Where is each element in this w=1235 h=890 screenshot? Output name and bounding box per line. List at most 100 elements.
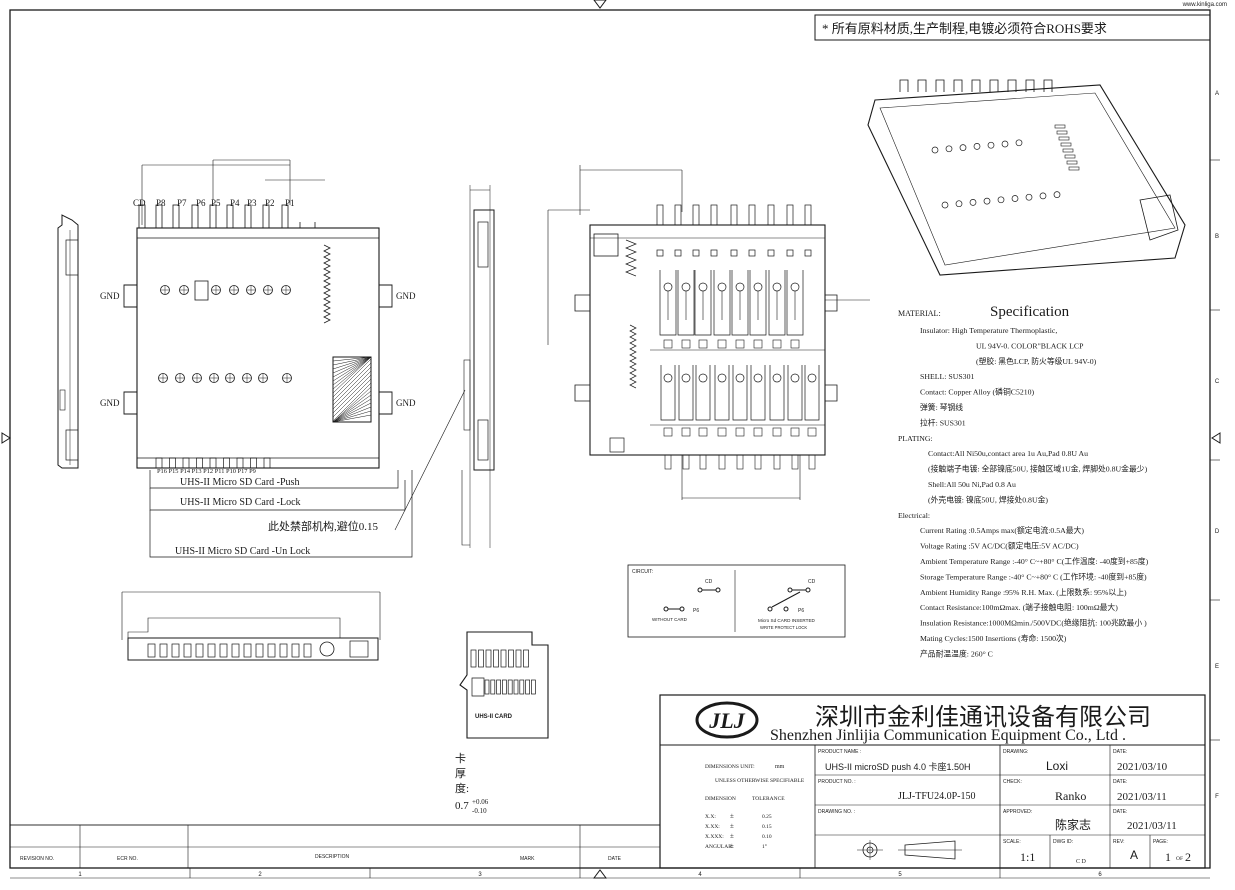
date-approved: 2021/03/11 [1127,820,1177,832]
approved-label: APPROVED: [1003,809,1032,815]
revision-table: REVISION NO. ECR NO. DESCRIPTION MARK DA… [9,824,661,869]
tolerance-header-dimension: DIMENSION [705,796,736,802]
tolerance-value: 0.15 [762,824,772,830]
tolerance-value: 0.10 [762,834,772,840]
thickness-tol-minus: -0.10 [472,807,487,815]
spec-line: Storage Temperature Range :-40° C~+80° C… [920,571,1147,581]
date-label: DATE: [1113,809,1127,815]
spec-line: Ambient Humidity Range :95% R.H. Max. (上… [920,587,1127,597]
pin-label: P5 [211,198,221,208]
spec-title: Specification [990,304,1070,320]
spec-line: Contact:All Ni50u,contact area 1u Au,Pad… [928,449,1088,458]
pin-label: P8 [156,198,166,208]
circuit-p6-left: P6 [693,608,699,614]
col-label: 3 [478,872,482,878]
circuit-p6-right: P6 [798,608,804,614]
spec-line: Voltage Rating :5V AC/DC(额定电压:5V AC/DC) [920,541,1079,551]
tolerance-dim: ANGULAR: [705,844,734,850]
title-block: JLJ 深圳市金利佳通讯设备有限公司 Shenzhen Jinlijia Com… [659,694,1206,869]
spec-line: Insulation Resistance:1000MΩmin./500VDC(… [920,618,1147,628]
row-label: E [1215,664,1219,670]
date-label: DATE: [1113,779,1127,785]
centering-arrow-right [1211,432,1221,444]
rev-label: REV: [1113,839,1124,845]
gnd-label-left-top: GND [100,291,120,301]
card-position-lock: UHS-II Micro SD Card -Lock [180,497,301,508]
uhs-ii-card-illustration: UHS-II CARD [459,631,549,739]
tolerance-value: 1° [762,843,767,850]
spec-line: PLATING: [898,434,933,443]
spec-line: Mating Cycles:1500 Insertions (寿命: 1500次… [920,633,1067,643]
thickness-label: 卡 [455,752,466,765]
check-label: CHECK: [1003,779,1022,785]
card-position-push: UHS-II Micro SD Card -Push [180,477,299,488]
right-side-view [461,185,495,548]
dimensions-unit-label: DIMENSIONS UNIT: [705,764,755,770]
border-column-labels: 1 2 3 4 5 6 [78,868,1102,878]
tolerance-header-tolerance: TOLERANCE [752,796,785,802]
spec-line: 弹簧: 琴钢线 [920,402,963,412]
spec-line: Electrical: [898,511,930,520]
unless-note: UNLESS OTHERWISE SPECIFIABLE [715,778,805,784]
col-label: 2 [258,872,262,878]
spec-line: UL 94V-0. COLOR"BLACK LCP [976,341,1084,350]
circuit-cd-right: CD [808,579,816,585]
spec-line: Contact: Copper Alloy (磷铜C5210) [920,387,1035,397]
circuit-inserted-line2: WRITE PROTECT LOCK [760,625,807,630]
spec-line: (塑胶: 黑色LCP, 防火等级UL 94V-0) [976,356,1097,366]
rev-value: A [1130,848,1138,862]
pin-label: P3 [247,198,257,208]
spec-line: (接触端子电镀: 全部镍底50U, 接触区域1U金, 焊脚处0.8U金最少) [928,464,1148,474]
row-label: A [1215,91,1219,97]
product-name: UHS-II microSD push 4.0 卡座1.50H [825,761,971,772]
company-logo-icon: JLJ [695,701,759,739]
date-drawing: 2021/03/10 [1117,761,1168,773]
spec-line: 产品耐温温度: 260° C [920,648,993,658]
thickness-tol-plus: +0.06 [472,798,489,806]
border-row-labels: A B C D E F [1210,91,1220,800]
corner-url: www.kinliga.com [1182,2,1227,8]
row-label: D [1215,529,1220,535]
logo-lettering: JLJ [708,708,745,733]
circuit-cd-left: CD [705,579,713,585]
material-label: MATERIAL: [898,309,941,318]
product-name-label: PRODUCT NAME : [818,749,861,755]
page-total: 2 [1185,850,1191,864]
col-label: 6 [1098,872,1102,878]
centering-arrow-left [1,432,11,444]
tolerance-sign: ± [730,822,734,830]
revision-header-description: DESCRIPTION [315,854,350,860]
thickness-value: 0.7 [455,800,469,812]
spec-line: Insulator: High Temperature Thermoplasti… [920,326,1057,335]
dwg-id-label: DWG ID: [1053,839,1073,845]
page-label: PAGE: [1153,839,1168,845]
spec-line: Shell:All 50u Ni,Pad 0.8 Au [928,480,1016,489]
side-profile-view [121,591,381,661]
spec-line: Contact Resistance:100mΩmax. (端子接触电阻: 10… [920,602,1118,612]
clearance-callout: 此处禁部机构,避位0.15 [268,519,378,533]
circuit-without-card: WITHOUT CARD [652,617,688,622]
spec-line: Ambient Temperature Range :-40° C~+80° C… [920,556,1149,566]
centering-arrow-top [593,0,607,9]
pin-label: P7 [177,198,187,208]
col-label: 5 [898,872,902,878]
gnd-label-right-bottom: GND [396,398,416,408]
date-check: 2021/03/11 [1117,791,1167,803]
gnd-label-right-top: GND [396,291,416,301]
revision-header-no: REVISION NO. [20,856,54,862]
specification-block: MATERIAL: Specification Insulator: High … [898,304,1149,658]
spec-line: 拉杆: SUS301 [920,417,966,427]
product-no: JLJ-TFU24.0P-150 [898,791,976,802]
spec-line: (外壳电镀: 镍底50U, 焊接处0.8U金) [928,494,1048,504]
circuit-label: CIRCUIT: [632,569,653,575]
spec-line: SHELL: SUS301 [920,372,974,381]
tolerance-sign: ± [730,832,734,840]
centering-arrow-bottom [593,869,607,879]
projection-symbol-icon [857,840,962,860]
approved-by: 陈家志 [1055,817,1091,832]
tolerance-sign: ± [730,842,734,850]
company-name-en: Shenzhen Jinlijia Communication Equipmen… [770,727,1126,744]
revision-header-mark: MARK [520,856,535,862]
